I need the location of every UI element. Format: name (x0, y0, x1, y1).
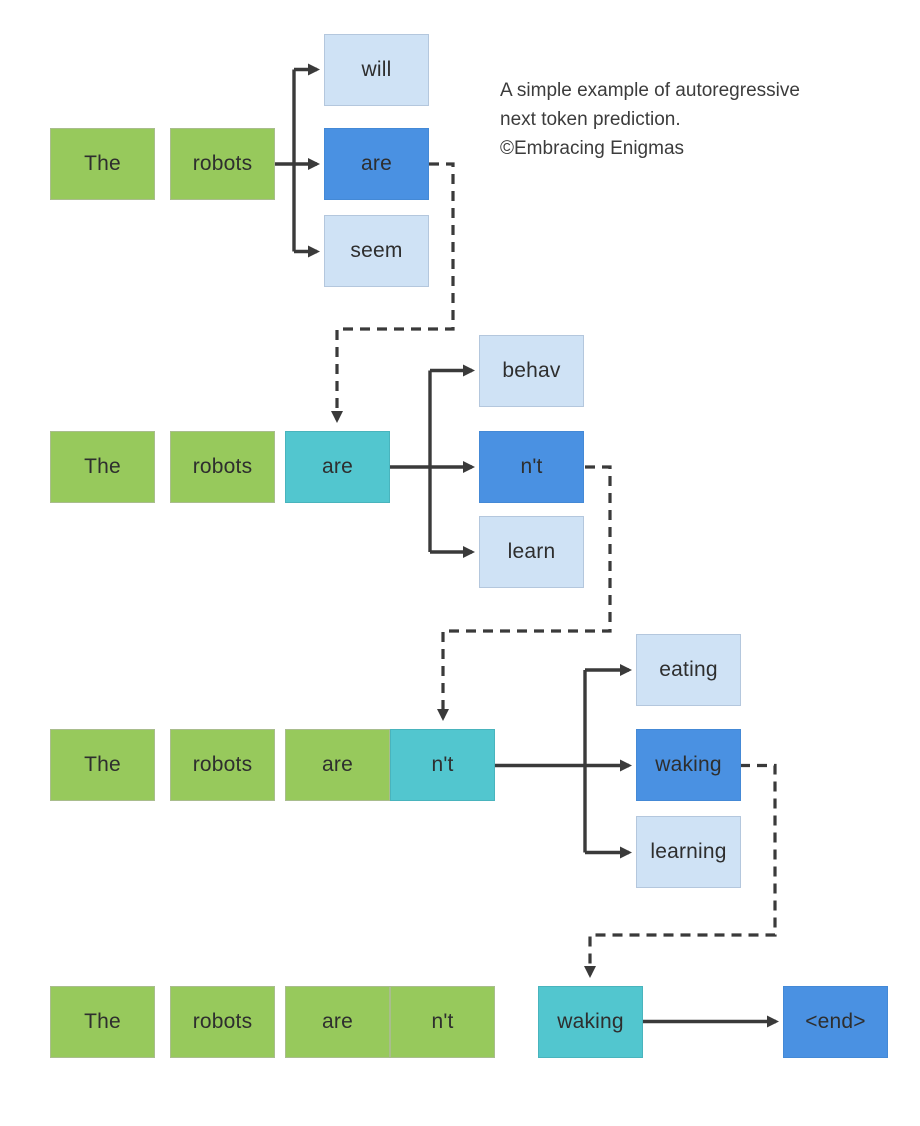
row4-end-token: <end> (783, 986, 888, 1058)
row4-context-token-the: The (50, 986, 155, 1058)
row4-context-token-are: are (285, 986, 390, 1058)
caption-line-2: next token prediction. (500, 109, 681, 130)
row3-context-token-robots: robots (170, 729, 275, 801)
row1-candidate-token-seem: seem (324, 215, 429, 287)
row2-generated-token-are: are (285, 431, 390, 503)
row4-context-token-robots: robots (170, 986, 275, 1058)
row2-context-token-robots: robots (170, 431, 275, 503)
row3-candidate-token-learning: learning (636, 816, 741, 888)
row4-context-token-nt: n't (390, 986, 495, 1058)
row3-to-row4-dashed-connector (584, 763, 777, 978)
caption: A simple example of autoregressive next … (500, 76, 870, 163)
row2-to-row3-dashed-connector (437, 465, 612, 721)
row1-to-row2-dashed-connector (331, 162, 455, 423)
row3-context-token-are: are (285, 729, 390, 801)
caption-attribution: ©Embracing Enigmas (500, 138, 685, 159)
row1-context-token-the: The (50, 128, 155, 200)
row2-candidate-token-learn: learn (479, 516, 584, 588)
row1-candidate-token-will: will (324, 34, 429, 106)
row2-candidate-token-behav: behav (479, 335, 584, 407)
row1-selected-candidate-are: are (324, 128, 429, 200)
row2-context-token-the: The (50, 431, 155, 503)
row4-generated-token-waking: waking (538, 986, 643, 1058)
row3-candidate-token-eating: eating (636, 634, 741, 706)
row2-selected-candidate-nt: n't (479, 431, 584, 503)
caption-line-1: A simple example of autoregressive (500, 80, 800, 101)
row3-selected-candidate-waking: waking (636, 729, 741, 801)
row1-context-token-robots: robots (170, 128, 275, 200)
row3-generated-token-nt: n't (390, 729, 495, 801)
row3-context-token-the: The (50, 729, 155, 801)
